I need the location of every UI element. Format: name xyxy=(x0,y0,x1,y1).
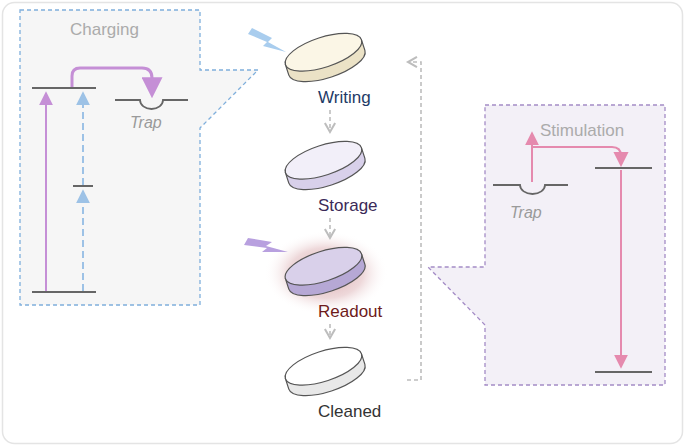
disc-stage: Readout xyxy=(280,240,405,322)
stimulation-panel xyxy=(428,105,665,385)
disc-stage: Storage xyxy=(280,134,405,216)
blue-light-bolt xyxy=(248,28,286,52)
process-arrow xyxy=(329,110,331,132)
process-arrow xyxy=(329,218,331,238)
stage-label: Writing xyxy=(318,88,371,108)
disc-illustration xyxy=(280,340,405,402)
disc-illustration xyxy=(280,240,405,302)
purple-light-bolt xyxy=(244,238,288,252)
disc-stage: Cleaned xyxy=(280,340,405,422)
stimulation-energy-diagram xyxy=(493,134,652,372)
trap-label: Trap xyxy=(130,113,162,133)
disc-illustration xyxy=(280,134,405,196)
stage-label: Storage xyxy=(318,196,378,216)
outer-frame xyxy=(3,3,683,444)
process-arrow xyxy=(329,324,331,338)
panel-title: Stimulation xyxy=(540,121,624,141)
disc-stage: Writing xyxy=(280,26,405,108)
charging-panel xyxy=(20,10,258,305)
panel-title: Charging xyxy=(70,20,139,40)
callout-panel: StimulationTrap xyxy=(485,105,665,385)
stage-label: Cleaned xyxy=(318,402,381,422)
process-arrow xyxy=(407,62,421,380)
stage-label: Readout xyxy=(318,302,382,322)
disc-illustration xyxy=(280,26,405,88)
charging-energy-diagram xyxy=(32,68,188,292)
callout-panel: ChargingTrap xyxy=(20,10,200,305)
trap-label: Trap xyxy=(510,203,542,223)
